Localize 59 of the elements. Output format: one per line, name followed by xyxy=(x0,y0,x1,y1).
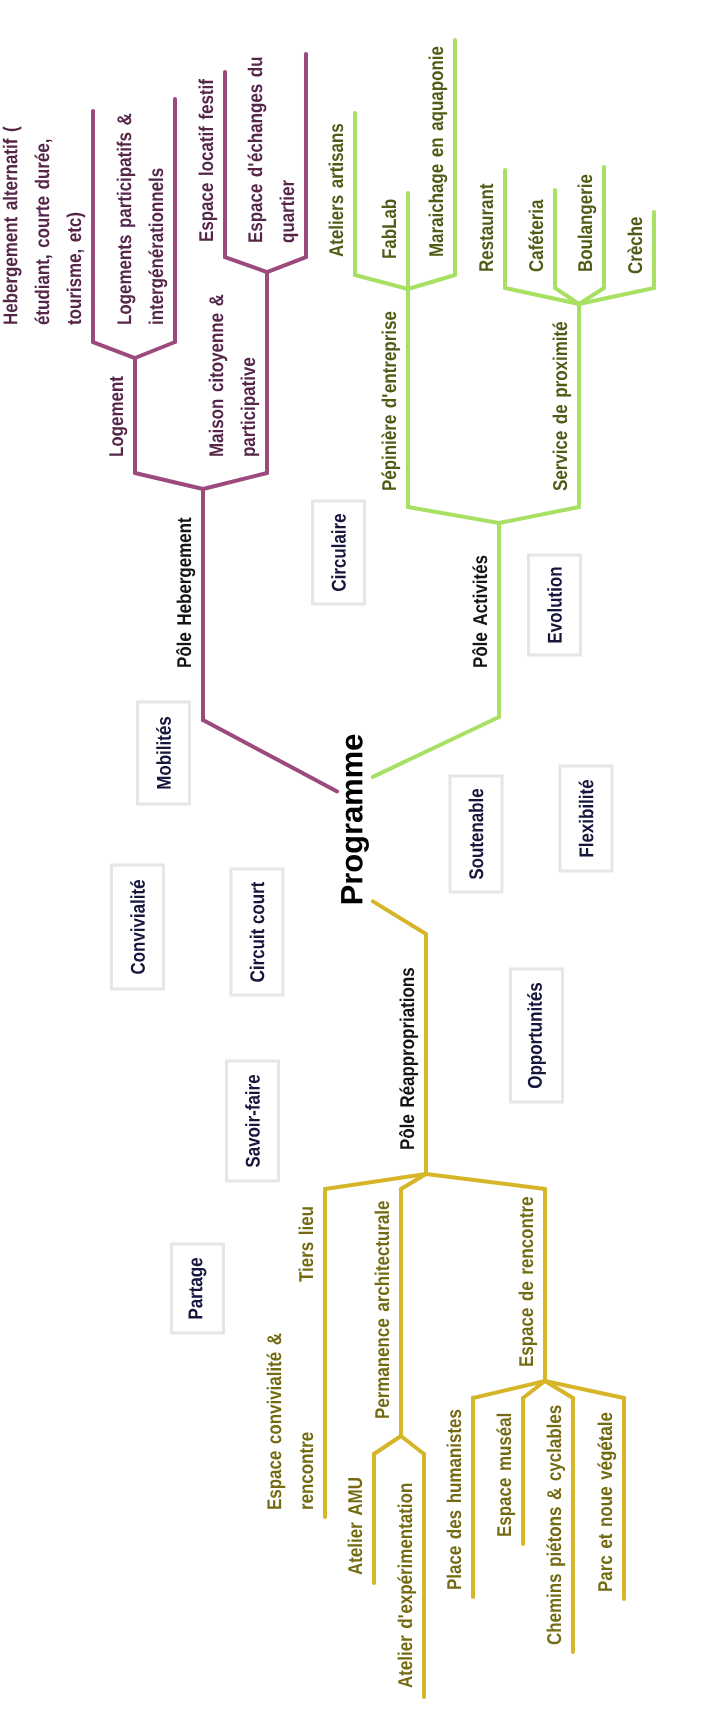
branch-label: Permanence architecturale xyxy=(374,1201,390,1418)
connector-line xyxy=(265,255,308,274)
connector-line xyxy=(399,1434,426,1456)
branch-label: Espace locatif festif xyxy=(198,79,218,241)
branch-label: Atelier AMU xyxy=(347,1478,363,1575)
branch-label: Pôle Hebergement xyxy=(176,517,196,667)
keyword-box: Partage xyxy=(170,1242,225,1335)
connector-line xyxy=(471,1379,547,1400)
branch-label: Caféteria xyxy=(528,199,544,272)
connector-line xyxy=(323,1290,327,1312)
branch-label: FabLab xyxy=(381,199,397,258)
branch-label: Hebergement alternatif ( étudiant, courte durée, tourisme, etc) xyxy=(2,126,86,325)
central-topic: Programme xyxy=(341,734,369,904)
keyword-box: Convivialité xyxy=(110,863,165,991)
branch-label: Crèche xyxy=(627,217,643,274)
branch-label: Espace muséal xyxy=(496,1413,516,1536)
connector-line xyxy=(201,718,340,794)
connector-line xyxy=(372,1434,403,1456)
connector-line xyxy=(399,1172,428,1191)
connector-line xyxy=(133,340,177,360)
connector-line xyxy=(223,255,269,274)
branch-label: Pôle Réappropriations xyxy=(399,968,419,1149)
branch-label: Espace convivialité & rencontre xyxy=(266,1333,314,1509)
connector-line xyxy=(201,471,269,491)
keyword-box: Circulaire xyxy=(311,499,366,606)
keyword-box: Savoir-faire xyxy=(225,1059,280,1183)
branch-label: Boulangerie xyxy=(577,174,597,271)
branch-label: Ateliers artisans xyxy=(328,124,344,257)
connector-line xyxy=(323,1172,428,1191)
branch-label: Maison citoyenne & participative xyxy=(208,294,260,456)
keyword-box: Evolution xyxy=(527,553,582,657)
keyword-box: Circuit court xyxy=(229,867,285,997)
keyword-box: Mobilités xyxy=(136,700,191,806)
branch-label: Pépinière d'entreprise xyxy=(381,311,401,490)
keyword-box: Opportunités xyxy=(509,967,564,1104)
branch-label: Tiers lieu xyxy=(298,1207,314,1282)
connector-line xyxy=(553,286,581,306)
connector-line xyxy=(406,505,501,525)
keyword-box: Soutenable xyxy=(448,774,504,894)
branch-label: Espace de rencontre xyxy=(518,1197,538,1366)
branch-label: Restaurant xyxy=(479,183,494,271)
branch-label: Pôle Activités xyxy=(472,555,488,667)
branch-label: Service de proximité xyxy=(552,322,572,491)
branch-label: Espace d'échanges du quartier xyxy=(247,57,299,243)
connector-line xyxy=(543,1379,626,1400)
branch-label: Chemins piétons & cyclables xyxy=(546,1405,566,1645)
branch-label: Maraichage en aquaponie xyxy=(428,46,448,256)
connector-line xyxy=(424,1172,547,1191)
branch-label: Atelier d'expérimentation xyxy=(397,1483,417,1688)
connector-line xyxy=(91,340,137,360)
keyword-box: Flexibilité xyxy=(558,764,614,873)
connector-line xyxy=(577,286,656,306)
connector-line xyxy=(370,715,501,779)
connector-line xyxy=(497,505,581,525)
branch-label: Logement xyxy=(109,376,128,456)
branch-label: Place des humanistes xyxy=(446,1409,462,1589)
branch-label: Parc et noue végétale xyxy=(597,1412,617,1591)
connector-line xyxy=(133,471,205,491)
connector-line xyxy=(370,899,428,936)
